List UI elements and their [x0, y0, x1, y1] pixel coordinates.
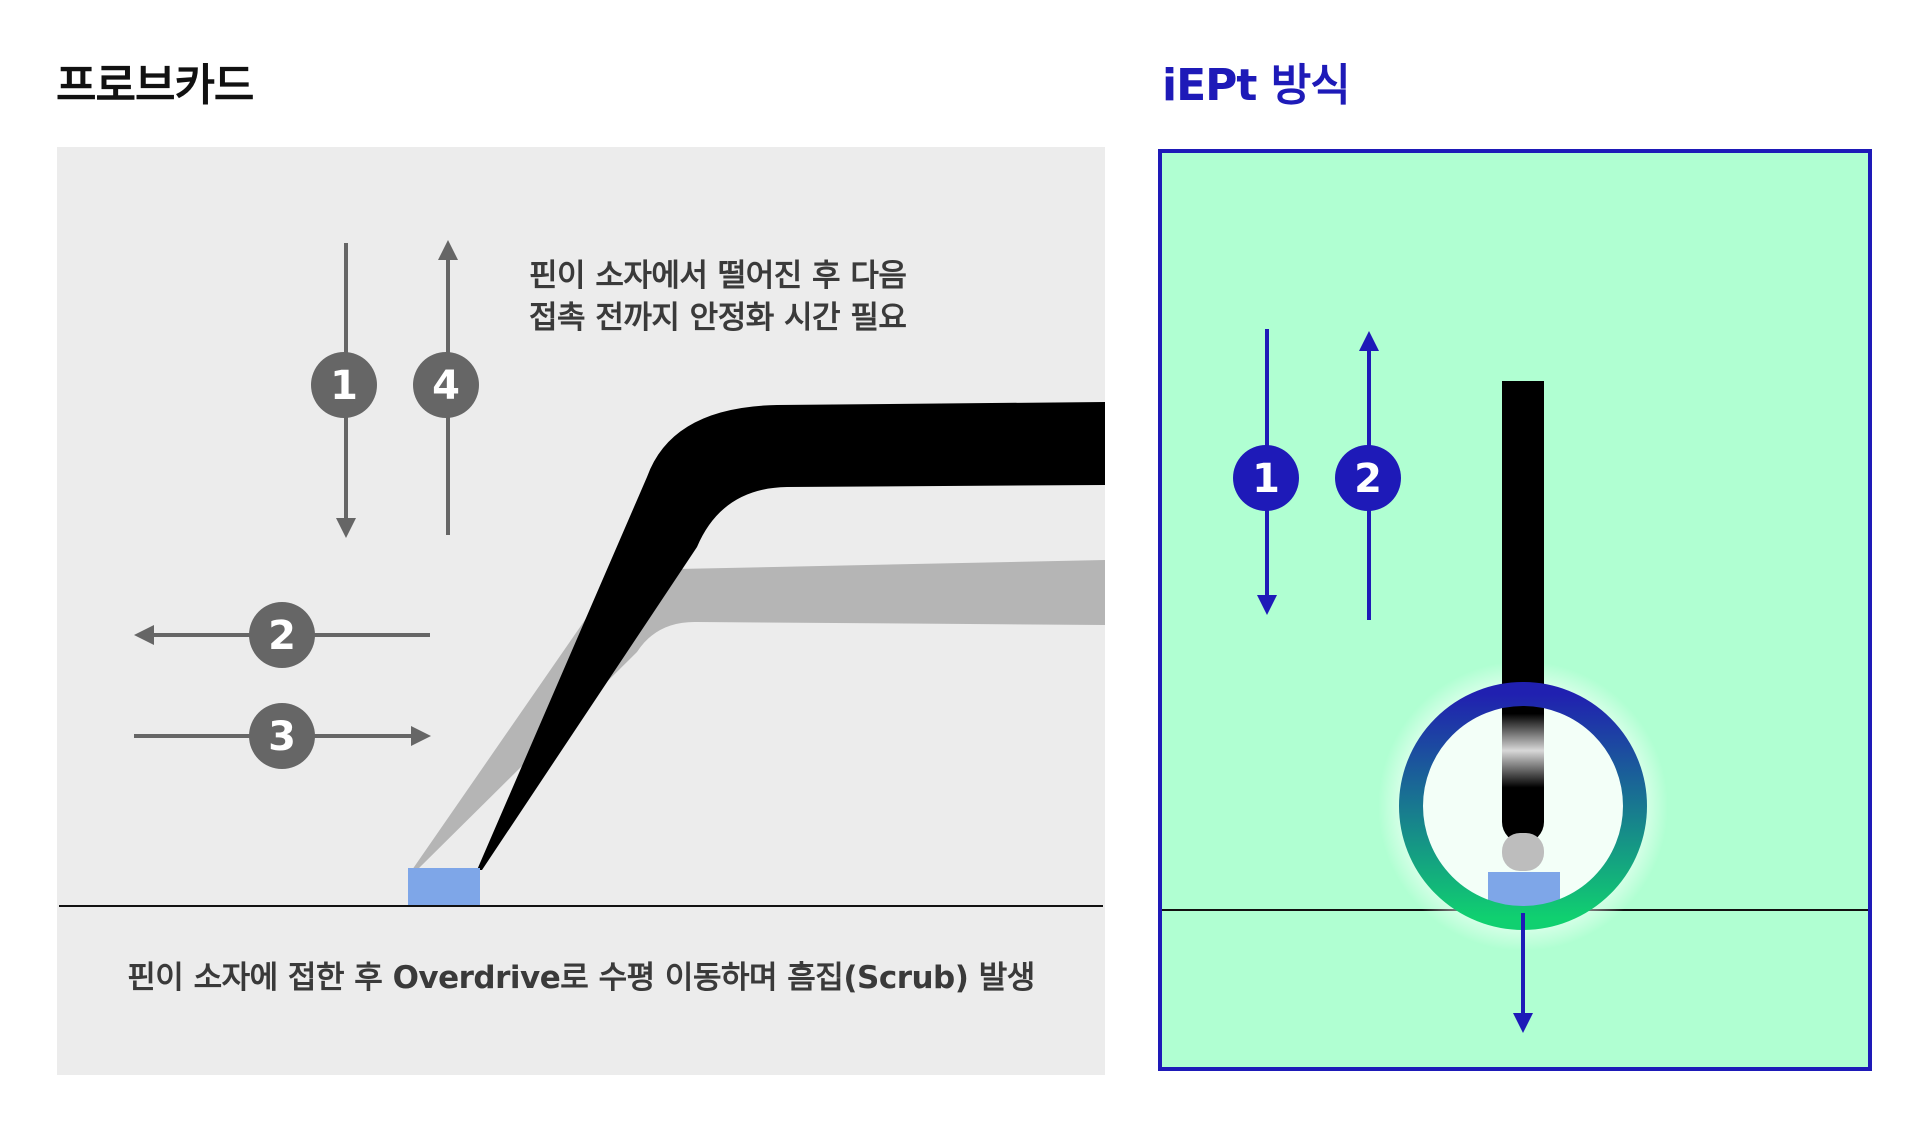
step-badge-4: 4 — [413, 352, 479, 418]
contact-pad — [1488, 872, 1560, 909]
pin-base — [1502, 381, 1544, 411]
svg-text:2: 2 — [1354, 456, 1382, 502]
needle-original — [477, 402, 1105, 870]
svg-text:1: 1 — [1252, 456, 1280, 502]
svg-text:3: 3 — [268, 714, 296, 760]
svg-text:4: 4 — [432, 363, 460, 409]
stabilization-note-line1: 핀이 소자에서 떨어진 후 다음 — [529, 258, 907, 294]
probe-card-panel: 1 4 2 3 핀이 소자에서 떨어진 후 다음 접촉 전까지 안정화 시간 필… — [57, 147, 1105, 1075]
right-title: iEPt 방식 — [1162, 60, 1351, 111]
needle-displaced — [412, 560, 1105, 870]
step-badge-1: 1 — [311, 352, 377, 418]
pin — [1502, 381, 1544, 843]
step-badge-2: 2 — [249, 602, 315, 668]
step-badge-1: 1 — [1233, 445, 1299, 511]
iept-panel: 1 2 — [1158, 149, 1872, 1071]
pin-tip — [1502, 833, 1544, 871]
probe-card-diagram: 1 4 2 3 — [59, 240, 1105, 907]
stabilization-note: 핀이 소자에서 떨어진 후 다음 접촉 전까지 안정화 시간 필요 — [529, 255, 1049, 339]
contact-pad — [408, 868, 480, 905]
step-badge-3: 3 — [249, 703, 315, 769]
stabilization-note-line2: 접촉 전까지 안정화 시간 필요 — [529, 300, 907, 336]
svg-text:2: 2 — [268, 613, 296, 659]
iept-diagram: 1 2 — [1162, 329, 1868, 1033]
svg-text:1: 1 — [330, 363, 358, 409]
left-title: 프로브카드 — [56, 60, 254, 111]
scrub-note: 핀이 소자에 접한 후 Overdrive로 수평 이동하며 흠집(Scrub)… — [127, 960, 1035, 996]
step-badge-2: 2 — [1335, 445, 1401, 511]
